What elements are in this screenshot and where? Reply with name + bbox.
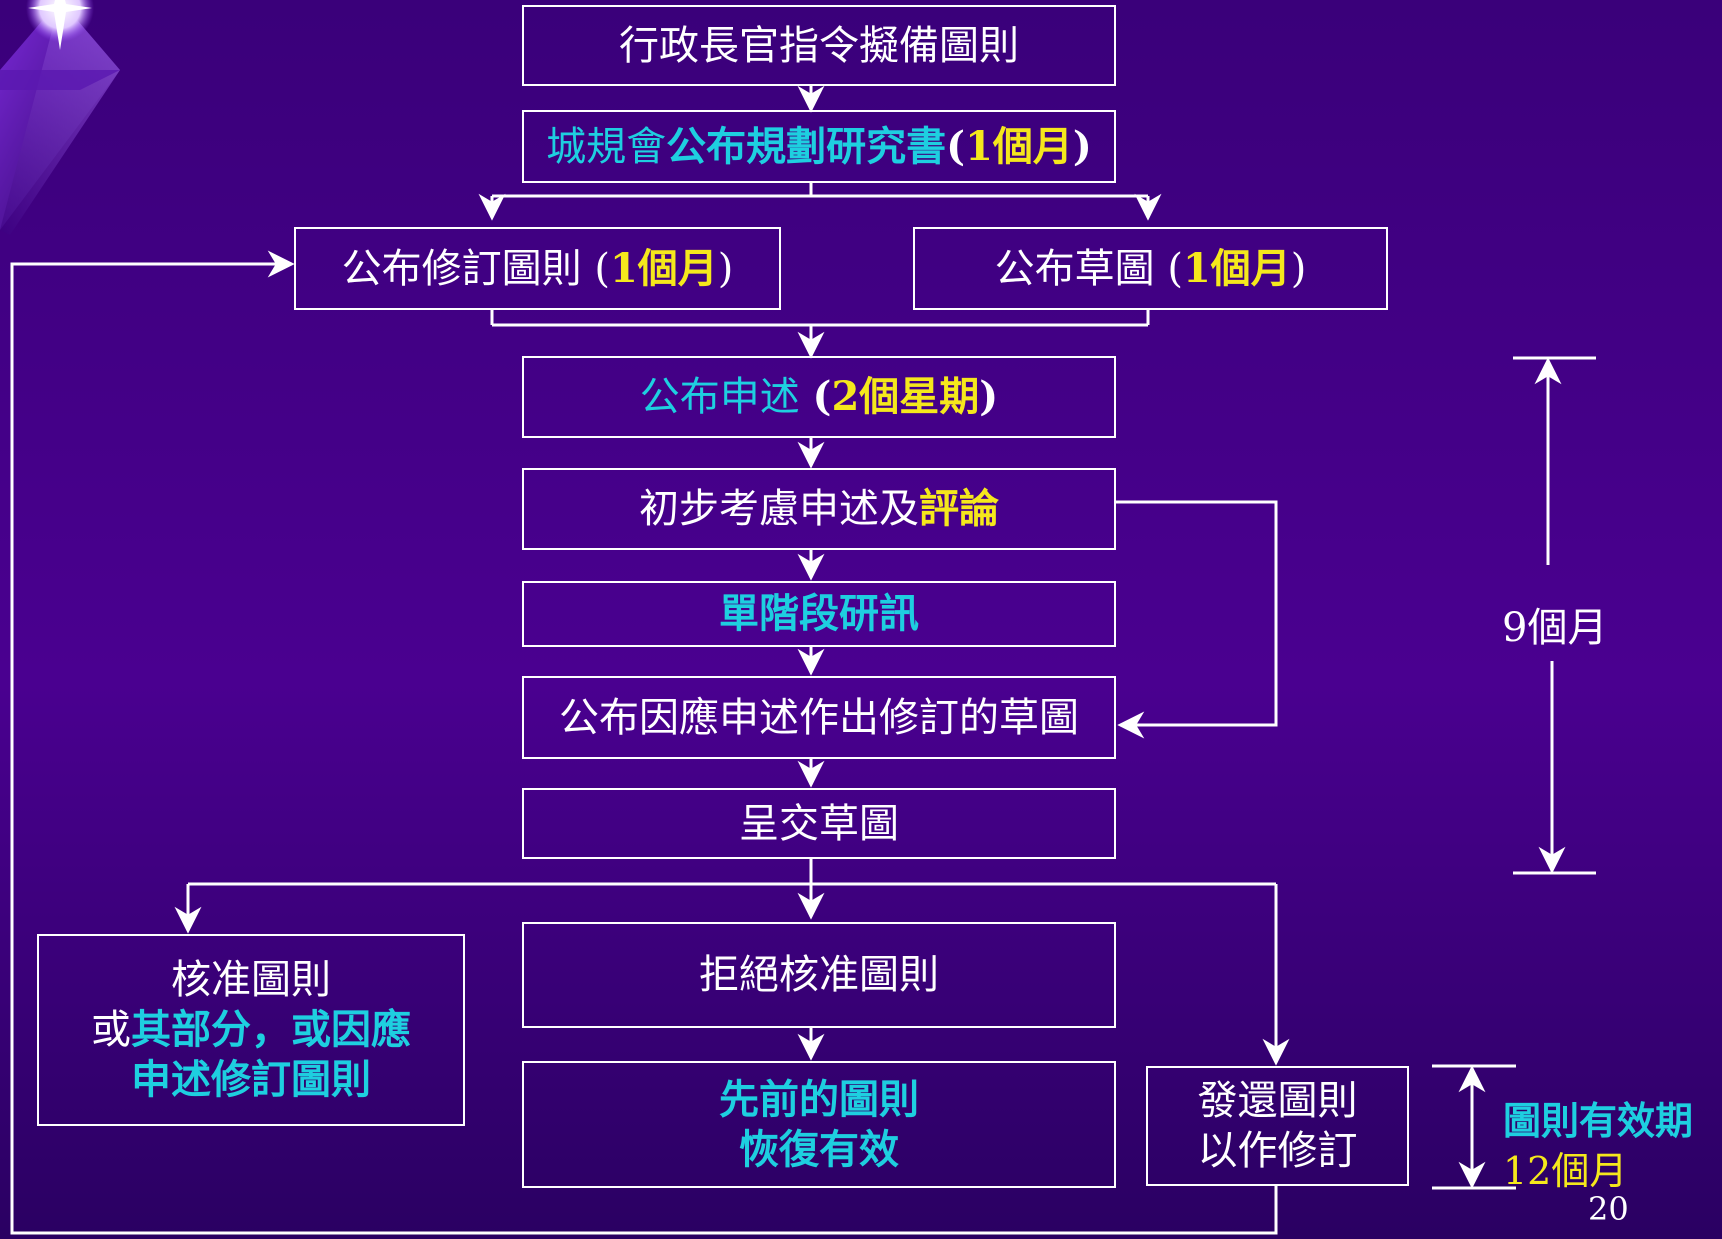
validity-period-value: 12個月: [1503, 1149, 1628, 1193]
step-text-part: 公布草圖 (: [994, 245, 1183, 292]
outcome-line: 或其部分，或因應: [91, 1005, 411, 1055]
step-text-part: ): [1072, 122, 1092, 170]
step-text: 單階段研訊: [719, 591, 919, 637]
validity-period-label: 圖則有效期: [1503, 1099, 1694, 1143]
step-text-line: 公布申述 (2個星期): [640, 372, 998, 422]
outcome-line: 以作修訂: [1197, 1128, 1358, 1174]
step-text: 行政長官指令擬備圖則: [619, 22, 1019, 69]
step-text-part: 初步考慮申述及: [639, 486, 919, 532]
step-box-publish-draft-plan: 公布草圖 (1個月): [913, 227, 1388, 310]
step-text-part: 評論: [919, 486, 999, 532]
outcome-box-previous-plan-revived: 先前的圖則 恢復有效: [522, 1061, 1116, 1188]
outcome-line: 核准圖則: [171, 957, 331, 1003]
step-text-part: 公布修訂圖則 (: [341, 245, 610, 292]
step-box-publish-amended-plan: 公布修訂圖則 (1個月): [294, 227, 781, 310]
step-box-single-stage-hearing: 單階段研訊: [522, 581, 1116, 647]
purple-gem-star-icon: [0, 0, 120, 235]
step-text-part: ): [979, 373, 999, 420]
outcome-line: 先前的圖則: [719, 1076, 919, 1123]
outcome-line: 拒絕核准圖則: [699, 952, 939, 998]
outcome-box-refer-back: 發還圖則 以作修訂: [1146, 1066, 1409, 1186]
step-box-submit-draft: 呈交草圖: [522, 788, 1116, 859]
page-number: 20: [1588, 1190, 1629, 1228]
outcome-text-part: 其部分，或因應: [131, 1007, 411, 1053]
nine-months-label: 9個月: [1502, 605, 1608, 651]
outcome-box-refuse-approval: 拒絕核准圖則: [522, 922, 1116, 1028]
outcome-text-part: 或: [91, 1007, 131, 1053]
outcome-line: 恢復有效: [739, 1126, 899, 1173]
step-text-part: (: [812, 373, 832, 420]
step-text-part: 1個月: [965, 122, 1073, 170]
return-loop: [10, 250, 1278, 1235]
step-text-line: 公布草圖 (1個月): [995, 244, 1307, 294]
step-text-part: 城規會: [546, 123, 667, 170]
step-text: 呈交草圖: [739, 800, 899, 847]
outcome-line: 發還圖則: [1197, 1078, 1358, 1124]
step-box-directive: 行政長官指令擬備圖則: [522, 5, 1116, 86]
step-text-part: 1個月: [1182, 244, 1291, 292]
step-text-part: ): [717, 245, 734, 292]
step-text-part: 公布申述: [639, 374, 813, 420]
outcome-line: 申述修訂圖則: [131, 1057, 371, 1103]
step-box-research-brief: 城規會公布規劃研究書(1個月): [522, 110, 1116, 183]
step-text-part: ): [1290, 245, 1307, 292]
step-text-part: (: [946, 122, 966, 170]
step-text-line: 城規會公布規劃研究書(1個月): [546, 122, 1092, 172]
step-box-preliminary-consideration: 初步考慮申述及評論: [522, 468, 1116, 550]
step-text-line: 公布修訂圖則 (1個月): [342, 244, 734, 294]
step-box-publish-amended-draft: 公布因應申述作出修訂的草圖: [522, 676, 1116, 759]
loop-b5-to-b7: [1116, 500, 1278, 739]
outcome-box-approve-plan: 核准圖則 或其部分，或因應 申述修訂圖則: [37, 934, 465, 1126]
step-text: 公布因應申述作出修訂的草圖: [559, 694, 1079, 741]
step-text-part: 1個月: [609, 244, 718, 292]
step-box-publish-representations: 公布申述 (2個星期): [522, 356, 1116, 438]
step-text-part: 2個星期: [831, 373, 980, 420]
step-text-part: 公布規劃研究書: [666, 123, 947, 170]
step-text-line: 初步考慮申述及評論: [639, 484, 999, 534]
